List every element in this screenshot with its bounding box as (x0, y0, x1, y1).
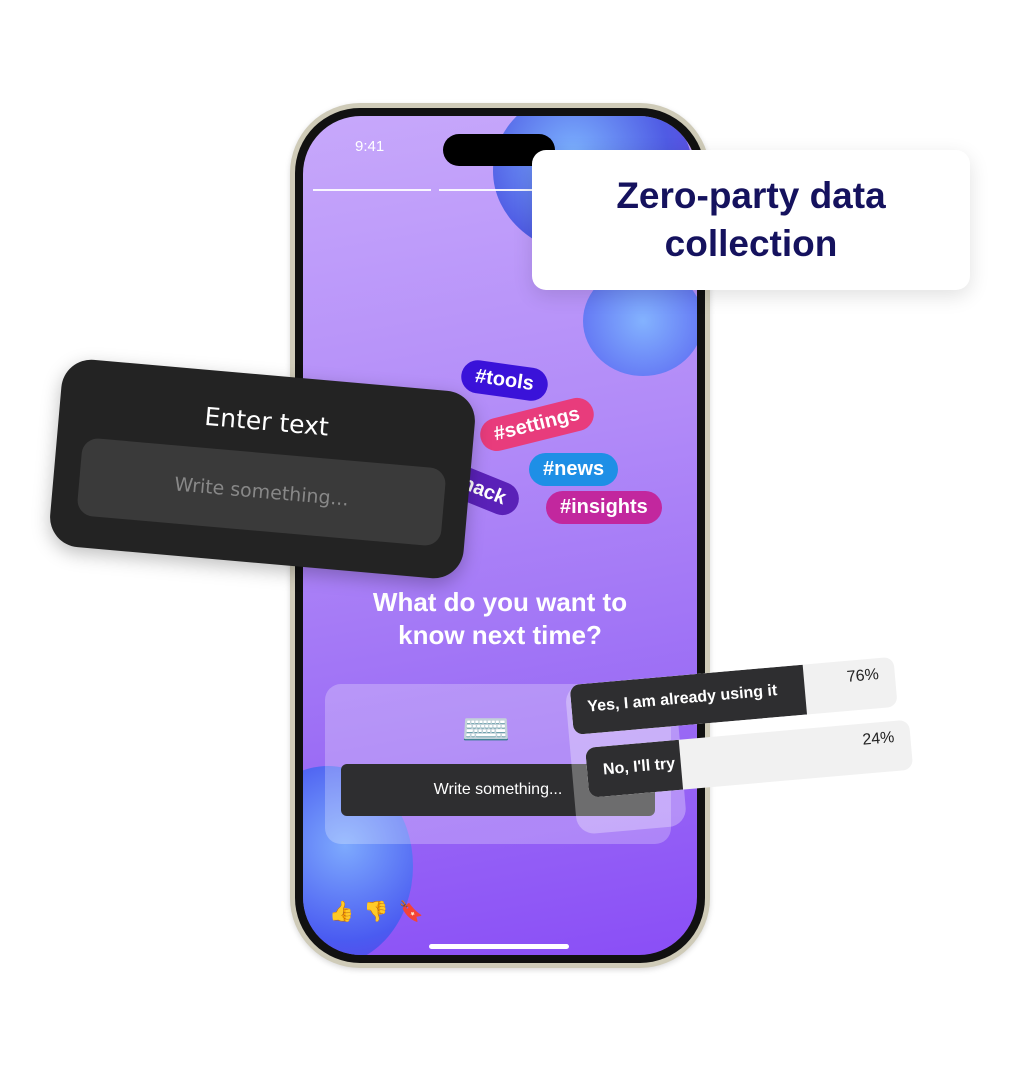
poll-option-yes[interactable]: Yes, I am already using it 76% (569, 656, 898, 735)
poll-results: Yes, I am already using it 76% No, I'll … (564, 636, 922, 845)
tag-insights[interactable]: #insights (546, 491, 662, 524)
question-line-1: What do you want to (372, 587, 628, 617)
story-progress-2 (439, 189, 557, 191)
enter-text-card: Enter text Write something... (47, 357, 478, 581)
tag-tools[interactable]: #tools (459, 358, 550, 403)
thumbs-up-icon[interactable]: 👍 (329, 901, 354, 923)
thumbs-down-icon[interactable]: 👎 (363, 901, 389, 923)
tag-settings[interactable]: #settings (476, 394, 598, 455)
headline-line-2: collection (664, 223, 838, 264)
poll-percent-yes: 76% (846, 666, 880, 686)
status-time: 9:41 (355, 138, 385, 155)
headline-card: Zero-party data collection (532, 150, 970, 290)
headline-line-1: Zero-party data (616, 175, 886, 216)
bookmark-icon[interactable]: 🔖 (398, 901, 424, 923)
home-indicator (429, 944, 569, 949)
poll-percent-no: 24% (861, 729, 896, 749)
enter-text-input[interactable]: Write something... (76, 437, 447, 547)
story-progress-1 (313, 189, 431, 191)
question-line-2: know next time? (398, 620, 602, 650)
keyboard-icon: ⌨️ (461, 708, 511, 752)
tag-news[interactable]: #news (529, 453, 619, 486)
reaction-bar: 👍 👎 🔖 (329, 899, 424, 924)
